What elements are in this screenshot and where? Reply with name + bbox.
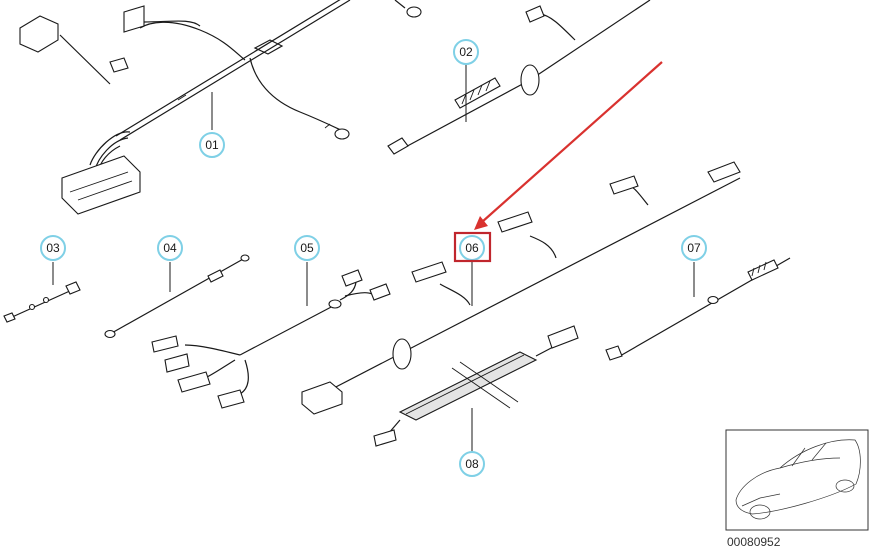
pointer-arrow [474,61,663,230]
document-number: 00080952 [727,535,781,549]
harness-part-02[interactable] [387,0,651,155]
harness-part-03[interactable] [3,281,81,323]
harness-part-08[interactable] [373,325,579,447]
svg-text:07: 07 [687,241,701,255]
grommet-02 [520,64,540,96]
callout-01[interactable]: 01 [199,132,225,158]
grommet-06 [392,338,412,370]
ring-terminal-01 [334,128,350,140]
callout-08[interactable]: 08 [459,451,485,477]
callout-07[interactable]: 07 [681,235,707,261]
svg-text:05: 05 [300,241,314,255]
callout-06[interactable]: 06 [453,231,492,263]
vehicle-thumbnail [725,429,869,531]
callout-05[interactable]: 05 [294,235,320,261]
svg-text:08: 08 [465,457,479,471]
callout-03[interactable]: 03 [40,235,66,261]
harness-part-06[interactable] [301,161,741,415]
harness-part-04[interactable] [104,254,250,339]
callout-02[interactable]: 02 [453,39,479,65]
svg-text:06: 06 [465,241,479,255]
highlight-box-06 [453,231,492,263]
svg-text:01: 01 [205,138,219,152]
connector-housing-01a [19,15,59,53]
connector-block-01 [61,155,141,215]
callout-04[interactable]: 04 [157,235,183,261]
svg-text:04: 04 [163,241,177,255]
harness-part-01[interactable] [19,0,422,215]
harness-part-05[interactable] [151,269,391,409]
connector-06-end [301,381,343,415]
svg-text:02: 02 [459,45,473,59]
svg-text:03: 03 [46,241,60,255]
flat-cable-08 [398,351,538,421]
harness-part-07[interactable] [605,257,791,361]
